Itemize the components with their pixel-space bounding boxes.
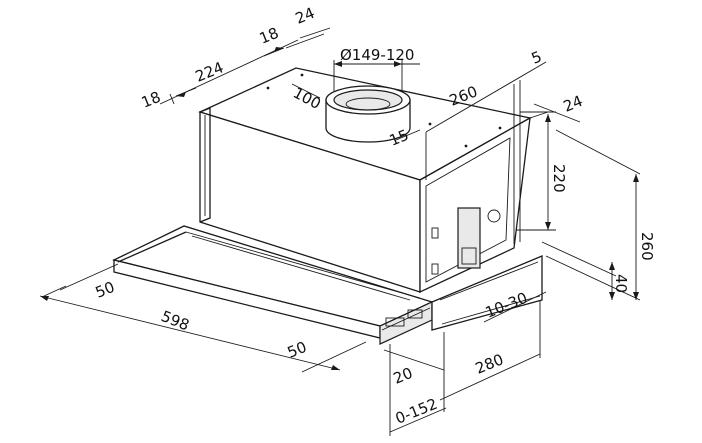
dim-20: 20 — [391, 364, 415, 388]
dim-50-left: 50 — [93, 278, 117, 302]
dimension-lines — [39, 27, 641, 436]
dim-18-left: 18 — [139, 88, 163, 112]
control-module — [457, 207, 481, 269]
dim-260-right: 260 — [638, 232, 656, 261]
dim-0-152: 0-152 — [393, 395, 440, 428]
dim-5: 5 — [529, 47, 545, 67]
dim-24-right: 24 — [561, 92, 585, 116]
dim-40: 40 — [612, 274, 630, 293]
dim-224: 224 — [193, 58, 226, 85]
duct-collar — [325, 85, 411, 143]
dim-280: 280 — [473, 350, 506, 377]
dim-220: 220 — [550, 164, 568, 193]
telescopic-drawer — [112, 225, 543, 345]
dim-50-front: 50 — [285, 338, 309, 362]
dim-15: 15 — [387, 126, 411, 150]
dim-18-top: 18 — [257, 24, 281, 48]
hood-side-face — [419, 116, 531, 294]
arrow-heads — [40, 47, 639, 370]
dim-diameter: Ø149-120 — [340, 46, 414, 64]
dim-598: 598 — [159, 307, 192, 334]
dim-24-top: 24 — [293, 4, 317, 28]
